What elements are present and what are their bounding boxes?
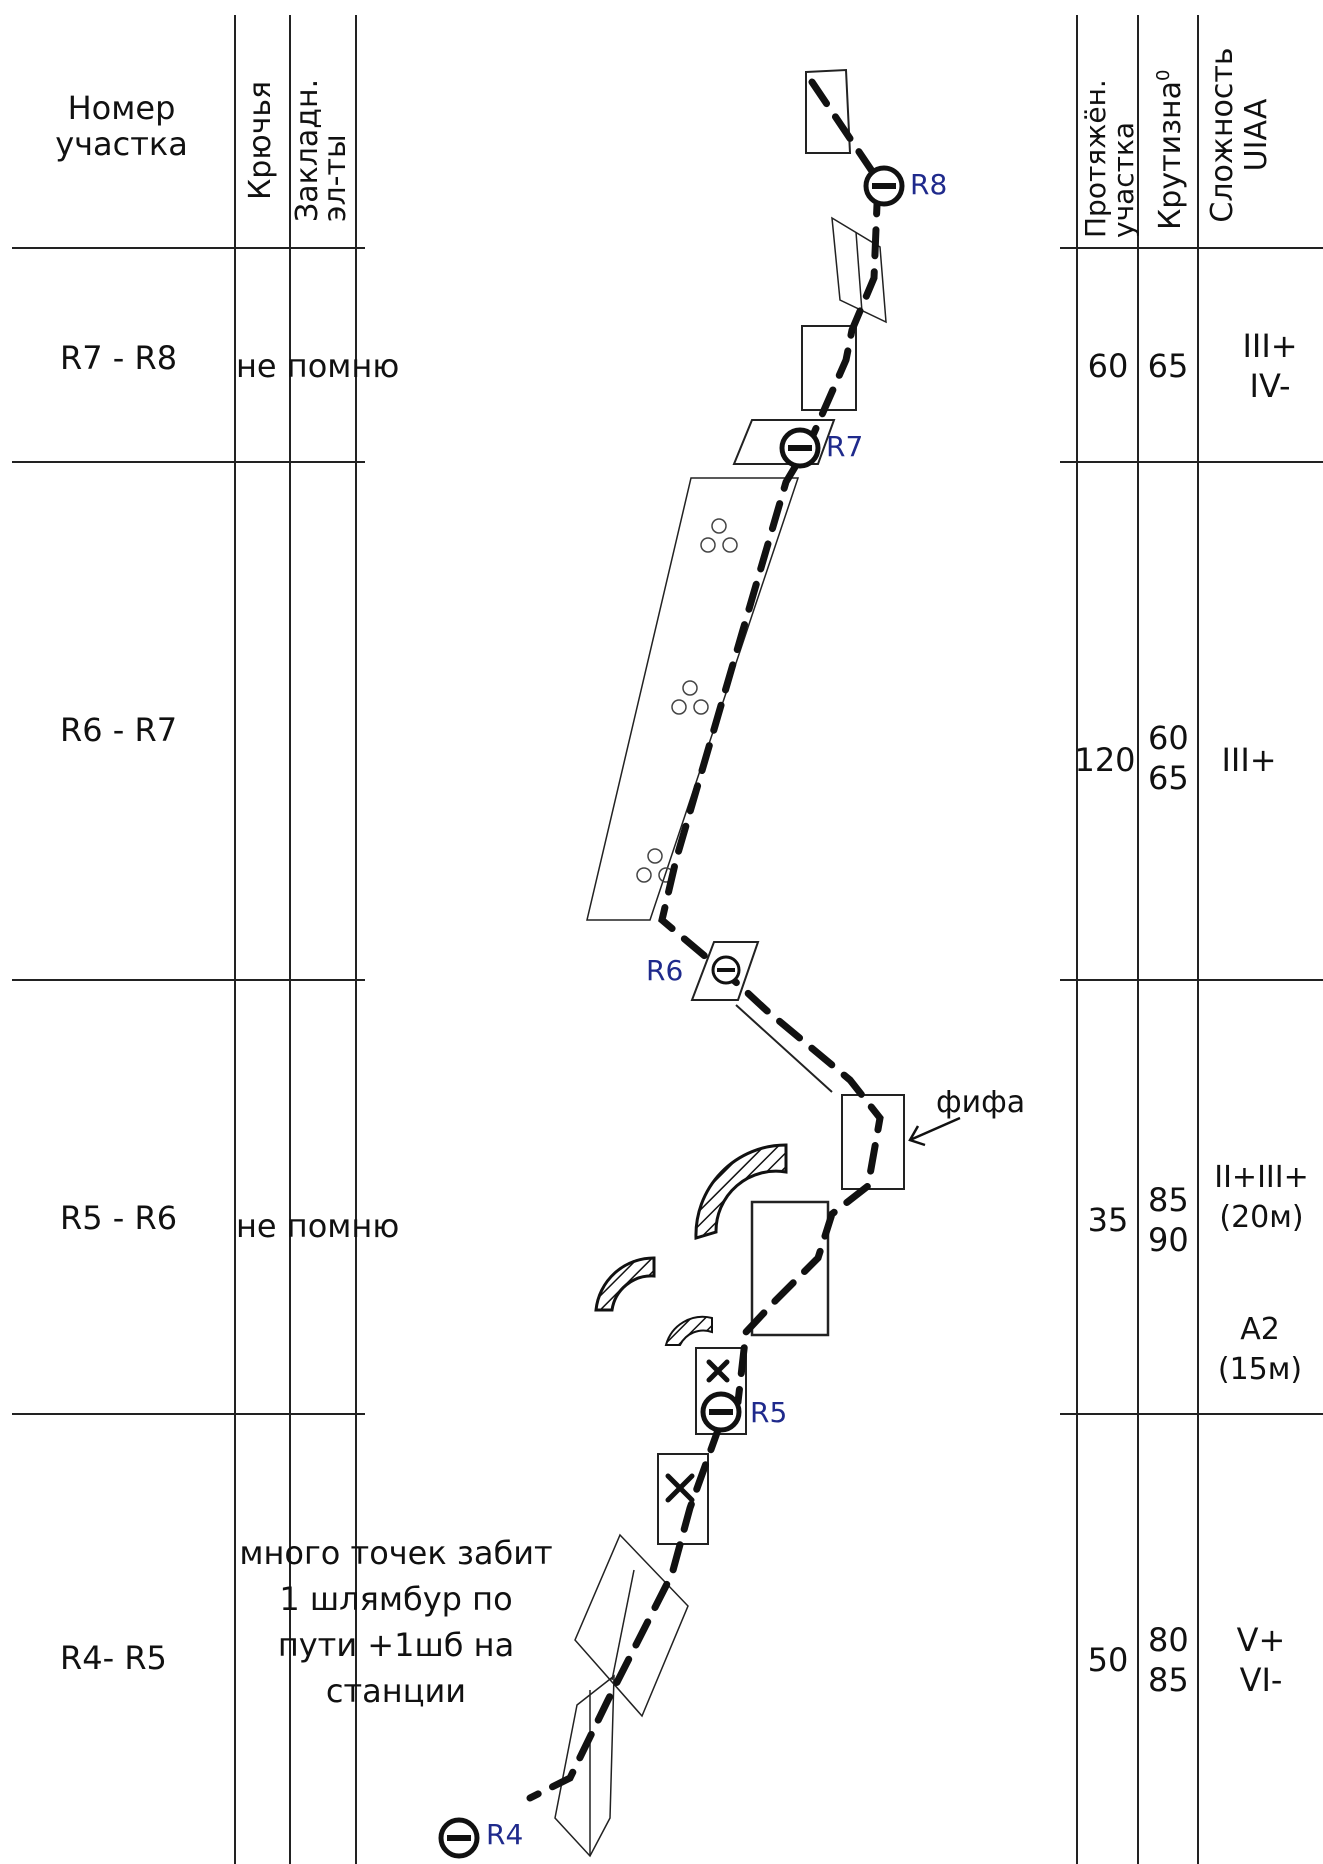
rock-block	[750, 1200, 830, 1337]
station-icon-r5	[700, 1391, 742, 1433]
station-icon-r8	[863, 165, 905, 207]
x-marks	[665, 1359, 730, 1503]
difficulty-extra-r5-r6: A2 (15м)	[1217, 1312, 1303, 1387]
dihedral	[831, 216, 887, 324]
station-label-r6: R6	[646, 954, 684, 987]
section-name-r6-r7: R6 - R7	[60, 711, 178, 749]
loose-rocks	[636, 518, 738, 883]
rock-block	[805, 68, 852, 154]
header-nuts: Закладн. эл-ты	[290, 78, 353, 222]
difficulty-r4-r5: V+ VI-	[1236, 1621, 1286, 1699]
station-markers	[438, 165, 905, 1859]
annotation-fifa: фифа	[936, 1085, 1026, 1120]
overhang-large	[694, 1143, 788, 1240]
steepness-r5-r6: 85 90	[1148, 1181, 1189, 1259]
length-r7-r8: 60	[1087, 347, 1129, 385]
rock-block	[841, 1094, 905, 1190]
station-label-r7: R7	[826, 430, 864, 463]
crack-line	[735, 1004, 833, 1093]
gear-r5-r6: не помню	[236, 1207, 400, 1245]
overhang-small	[664, 1315, 713, 1346]
rock-features	[554, 68, 905, 1858]
station-label-r5: R5	[750, 1396, 788, 1429]
header-pitons: Крючья	[243, 80, 278, 200]
station-icon-r6	[711, 955, 741, 985]
overhangs	[594, 1143, 788, 1346]
steepness-r7-r8: 65	[1147, 347, 1189, 385]
steepness-r6-r7: 60 65	[1148, 719, 1189, 797]
difficulty-r5-r6: II+III+ (20м)	[1214, 1160, 1309, 1235]
header-steepness: Крутизна0	[1148, 69, 1188, 230]
degree-sign: 0	[1153, 69, 1174, 81]
overhang-medium	[594, 1256, 656, 1312]
header-difficulty: Сложность UIAA	[1205, 47, 1274, 223]
slab	[586, 477, 800, 921]
length-r4-r5: 50	[1087, 1641, 1129, 1679]
ledge	[732, 419, 836, 465]
gear-r4-r5: много точек забит 1 шлямбур по пути +1шб…	[239, 1534, 553, 1710]
dihedral	[554, 1674, 615, 1858]
route-line	[526, 78, 884, 1802]
station-label-r8: R8	[910, 168, 948, 201]
station-icon-r4	[438, 1817, 480, 1859]
header-length: Протяжён. участка	[1079, 79, 1140, 238]
header-steepness-text: Крутизна	[1153, 80, 1188, 230]
length-r6-r7: 120	[1074, 741, 1136, 779]
difficulty-r6-r7: III+	[1221, 741, 1277, 779]
section-name-r5-r6: R5 - R6	[60, 1199, 178, 1237]
header-section-number: Номер участка	[55, 89, 188, 163]
rock-block	[801, 325, 857, 411]
station-icon-r7	[779, 427, 821, 469]
length-r5-r6: 35	[1087, 1201, 1129, 1239]
ledge	[690, 941, 760, 1001]
section-name-r7-r8: R7 - R8	[60, 339, 178, 377]
dihedral	[574, 1533, 689, 1718]
station-label-r4: R4	[486, 1818, 524, 1851]
table-grid	[12, 15, 1323, 1864]
fifa-arrow	[908, 1116, 961, 1147]
steepness-r4-r5: 80 85	[1148, 1621, 1189, 1699]
section-name-r4-r5: R4- R5	[60, 1639, 167, 1677]
gear-r7-r8: не помню	[236, 347, 400, 385]
rock-block	[695, 1347, 747, 1435]
difficulty-r7-r8: III+ IV-	[1242, 327, 1298, 405]
